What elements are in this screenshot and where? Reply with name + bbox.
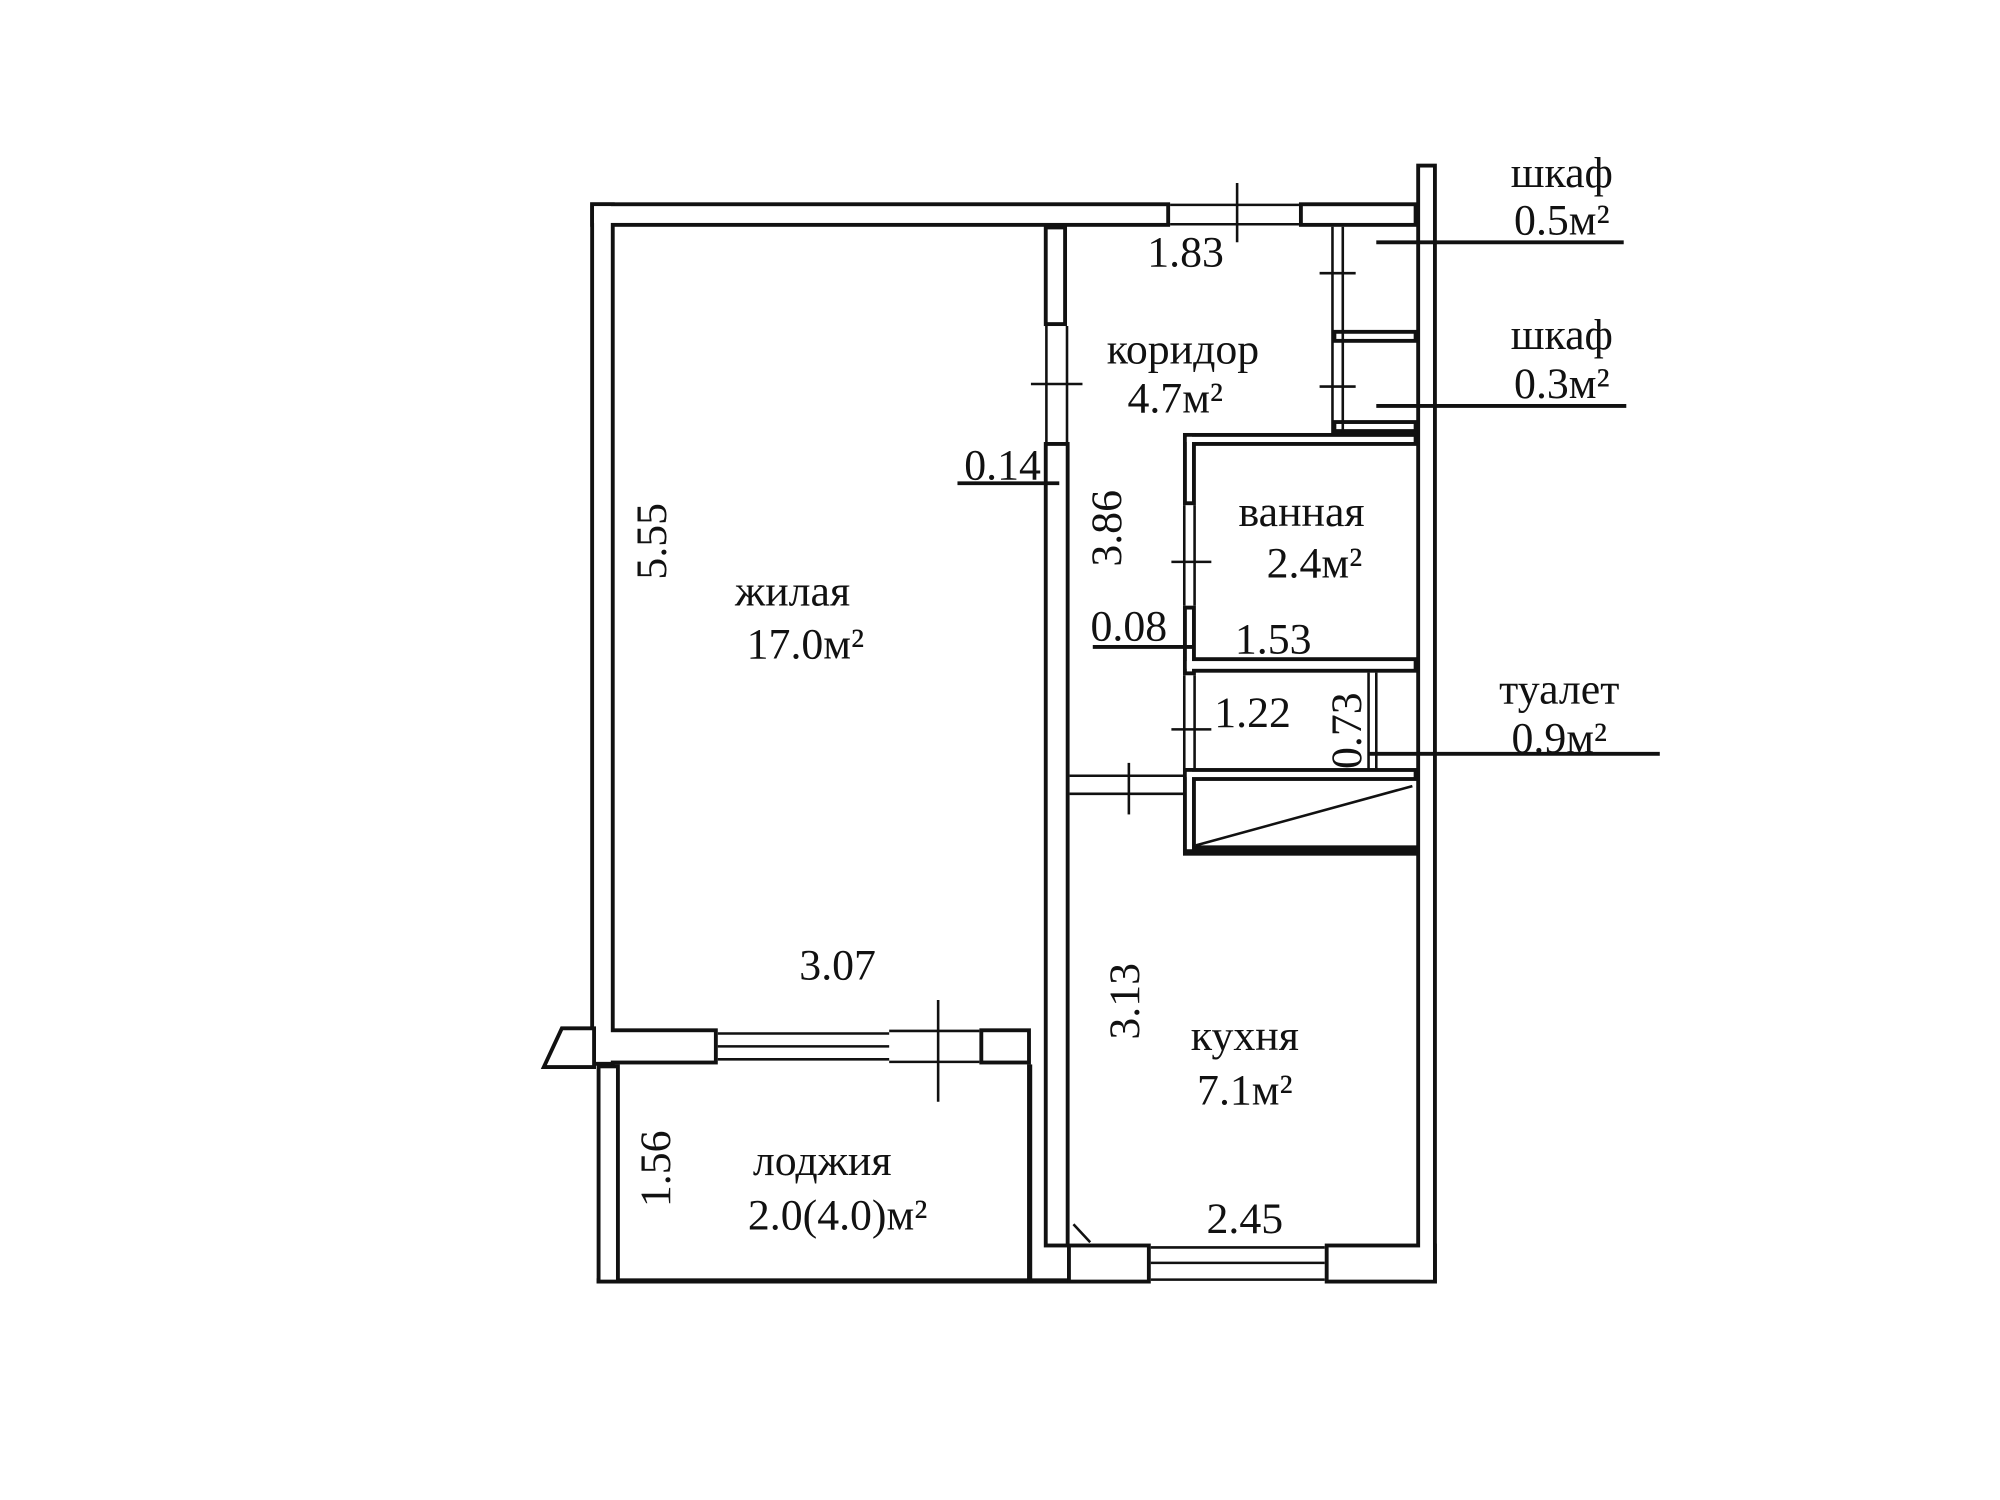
wall-kitchen-bottom-right-fill: [1328, 1247, 1433, 1280]
wall-bath-left-lower-fill: [1186, 609, 1193, 672]
wall-partition-fill: [1047, 445, 1066, 1244]
wall-partition-top-fill: [1047, 229, 1064, 323]
walls: [590, 163, 1437, 1284]
closet1-area: 0.5м²: [1514, 197, 1610, 245]
wall-toilet-bottom-fill: [1186, 771, 1414, 778]
dim-partition-wall: 0.14: [964, 441, 1041, 489]
leader-lines: [957, 240, 1660, 756]
wall-balcony-left-fill: [594, 1032, 714, 1061]
dim-living-width: 3.07: [799, 941, 876, 989]
bathroom-area: 2.4м²: [1267, 539, 1363, 587]
wall-closet-bottom-fill: [1336, 423, 1414, 430]
wall-bath-toilet-fill: [1186, 661, 1414, 669]
kitchen-name: кухня: [1191, 1012, 1299, 1060]
dim-corridor-width: 1.83: [1147, 229, 1224, 277]
dim-loggia-depth: 1.56: [632, 1130, 680, 1207]
wall-bath-left-upper-fill: [1186, 436, 1193, 502]
toilet-area: 0.9м²: [1511, 715, 1607, 763]
closet2-area: 0.3м²: [1514, 360, 1610, 408]
wall-shaft-left-fill: [1186, 771, 1193, 850]
wall-top-right-fill: [1302, 206, 1414, 223]
dim-corridor-length: 3.86: [1083, 490, 1131, 567]
living-area: 17.0м²: [747, 621, 865, 669]
dim-living-length: 5.55: [628, 503, 676, 580]
wall-right-fill: [1420, 167, 1433, 1280]
wall-top-left-fill: [594, 206, 1167, 223]
dim-toilet-width: 1.22: [1214, 689, 1291, 737]
kitchen-area: 7.1м²: [1197, 1066, 1293, 1114]
dim-kitchen-length: 3.13: [1101, 963, 1149, 1040]
closet2-name: шкаф: [1511, 311, 1613, 359]
dim-bath-width: 1.53: [1235, 615, 1312, 663]
living-name: жилая: [734, 568, 850, 616]
dim-kitchen-width: 2.45: [1207, 1195, 1284, 1243]
closet1-name: шкаф: [1511, 149, 1613, 197]
wall-kitchen-bottom-left-fill: [1070, 1247, 1147, 1280]
balcony-projection: [540, 1026, 597, 1069]
wall-shaft-bottom: [1182, 845, 1418, 856]
wall-left-fill: [594, 206, 611, 1062]
windows-and-doors: [717, 182, 1413, 1281]
toilet-name: туалет: [1499, 666, 1619, 714]
loggia-name: лоджия: [753, 1137, 892, 1185]
wall-loggia-left-fill: [600, 1068, 616, 1280]
bathroom-name: ванная: [1239, 488, 1365, 536]
dim-toilet-depth: 0.73: [1323, 692, 1371, 769]
wall-bath-top-fill: [1186, 436, 1414, 443]
dim-bath-wall: 0.08: [1091, 602, 1168, 650]
wall-balcony-right-fill: [983, 1032, 1028, 1061]
wall-closet-divider-fill: [1336, 333, 1414, 339]
corridor-name: коридор: [1107, 325, 1259, 373]
wall-loggia-bottom: [596, 1278, 1077, 1284]
loggia-area: 2.0(4.0)м²: [748, 1191, 928, 1239]
wall-loggia-right: [1027, 1064, 1033, 1284]
corridor-area: 4.7м²: [1127, 374, 1223, 422]
